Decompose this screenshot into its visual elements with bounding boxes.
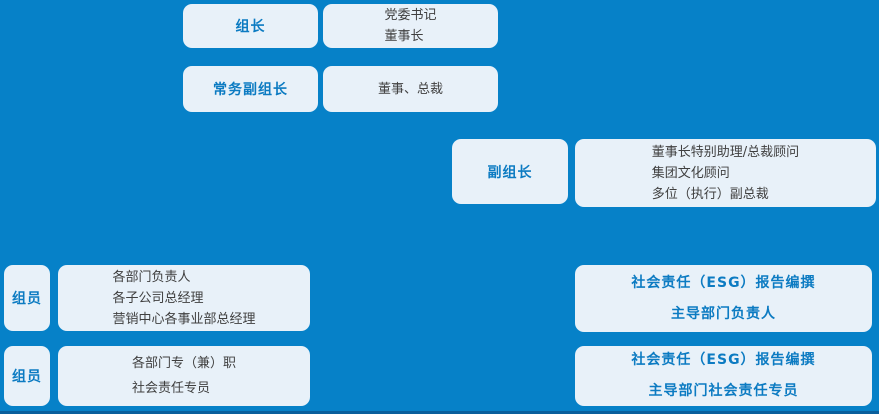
node-esg-report-lead-department-head-lines: 社会责任（ESG）报告编撰 主导部门负责人 <box>631 268 815 330</box>
node-esg-report-lead-department-specialist-lines: 社会责任（ESG）报告编撰 主导部门社会责任专员 <box>631 345 815 407</box>
node-member-2-label: 组员 <box>4 346 50 406</box>
desc-line: 社会责任专员 <box>131 381 210 396</box>
desc-line: 营销中心各事业部总经理 <box>112 311 256 327</box>
desc-line: 各部门负责人 <box>112 269 191 285</box>
desc-line: 董事长 <box>384 29 424 44</box>
node-esg-report-lead-department-specialist: 社会责任（ESG）报告编撰 主导部门社会责任专员 <box>575 346 872 406</box>
desc-line: 董事、总裁 <box>377 81 443 97</box>
node-member-1-label-text: 组员 <box>12 291 42 307</box>
node-leader-label-text: 组长 <box>235 19 266 35</box>
node-member-1-desc-lines: 各部门负责人 各子公司总经理 营销中心各事业部总经理 <box>112 267 255 330</box>
node-executive-deputy-leader-desc: 董事、总裁 <box>323 66 498 112</box>
bottom-edge-divider <box>0 411 879 414</box>
node-deputy-leader-label-text: 副组长 <box>487 164 533 181</box>
node-executive-deputy-leader-desc-lines: 董事、总裁 <box>378 79 443 100</box>
node-deputy-leader-desc-lines: 董事长特别助理/总裁顾问 集团文化顾问 多位（执行）副总裁 <box>652 142 799 205</box>
node-executive-deputy-leader-label-text: 常务副组长 <box>213 82 288 98</box>
node-executive-deputy-leader-label: 常务副组长 <box>183 66 318 112</box>
node-leader-desc-lines: 党委书记 董事长 <box>384 5 436 47</box>
node-leader-desc: 党委书记 董事长 <box>323 4 498 48</box>
accent-line: 主导部门社会责任专员 <box>648 383 799 399</box>
desc-line: 董事长特别助理/总裁顾问 <box>651 144 800 160</box>
node-member-2-desc-lines: 各部门专（兼）职 社会责任专员 <box>132 351 236 401</box>
desc-line: 集团文化顾问 <box>651 165 730 181</box>
accent-line: 社会责任（ESG）报告编撰 <box>631 274 816 291</box>
accent-line: 主导部门负责人 <box>670 305 776 322</box>
accent-line: 社会责任（ESG）报告编撰 <box>631 352 816 368</box>
node-leader-label: 组长 <box>183 4 318 48</box>
desc-line: 多位（执行）副总裁 <box>651 186 769 202</box>
node-deputy-leader-desc: 董事长特别助理/总裁顾问 集团文化顾问 多位（执行）副总裁 <box>575 139 876 207</box>
node-esg-report-lead-department-head: 社会责任（ESG）报告编撰 主导部门负责人 <box>575 265 872 332</box>
node-member-2-desc: 各部门专（兼）职 社会责任专员 <box>58 346 310 406</box>
node-member-1-label: 组员 <box>4 265 50 331</box>
desc-line: 党委书记 <box>384 8 437 23</box>
desc-line: 各子公司总经理 <box>112 290 204 306</box>
node-member-2-label-text: 组员 <box>12 369 42 385</box>
node-deputy-leader-label: 副组长 <box>452 139 568 204</box>
desc-line: 各部门专（兼）职 <box>131 356 236 371</box>
node-member-1-desc: 各部门负责人 各子公司总经理 营销中心各事业部总经理 <box>58 265 310 331</box>
